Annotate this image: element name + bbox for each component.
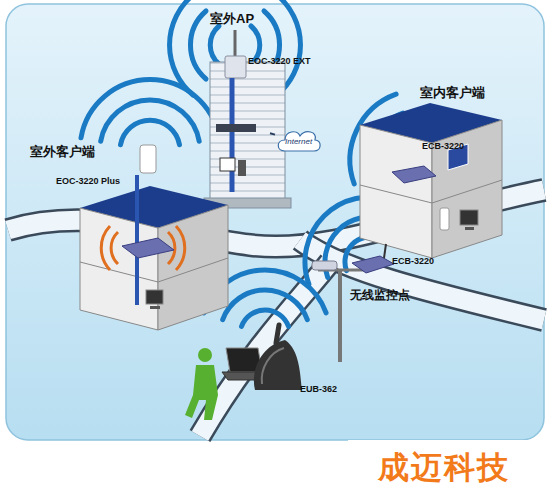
outdoor-client-building-part [80,258,228,282]
ap-tower-part [238,160,246,176]
outdoor-client-building-part [150,306,160,309]
node-heading: ECB-3220 [392,257,434,267]
node-heading: 室内客户端 [420,86,485,100]
indoor-client-building-part [360,125,432,258]
outdoor-client-node: 室外客户端EOC-3220 Plus [78,178,228,333]
outdoor-client-building-part [140,145,156,173]
network-cable [270,133,275,134]
indoor-client-building-part [432,120,502,258]
walking-person-part [185,365,218,420]
node-heading: 室外客户端 [30,145,95,159]
outdoor-client-building-part [135,175,139,305]
ap-tower-node: 室外APEOC-3220 EXT [208,45,270,205]
watermark-panel-part [348,440,550,497]
monitoring-pole-part [384,244,386,258]
outdoor-client-building-part [146,290,163,304]
laptop-and-adapter-part [254,340,302,390]
watermark-panel [348,440,550,497]
radio-waves-part [223,290,308,320]
indoor-client-node: 室内客户端ECB-3220 [358,100,503,260]
model-label: ECB-3220 [422,142,464,152]
ap-tower-part [230,78,235,192]
watermark: 成迈科技 [378,452,510,483]
walking-person-part [198,348,212,362]
radio-waves-part [190,11,206,79]
outdoor-client-building-part [80,208,158,330]
model-label: EOC-3220 Plus [56,177,120,187]
background-part [6,4,544,440]
model-label: 无线监控点 [350,289,410,302]
outdoor-client-building [80,145,228,330]
walking-person [185,348,218,420]
laptop-and-adapter [222,325,302,390]
indoor-client-building-part [460,210,478,225]
indoor-client-building [360,103,502,258]
laptop-and-adapter-part [276,325,279,343]
node-heading: EUB-362 [300,385,337,395]
node-heading: 室外AP [210,12,254,26]
monitoring-pole-part [338,270,342,362]
outdoor-client-building-part [158,205,228,330]
monitoring-pole-part [352,256,394,273]
cloud-shape [278,132,320,151]
ap-tower-part [234,30,237,58]
laptop-client-node: EUB-362 [222,328,302,390]
node-heading: Internet [285,138,312,147]
laptop-and-adapter-part [262,348,284,384]
radio-waves-part [242,310,289,326]
ap-tower-part [216,124,256,132]
ap-tower-part [220,158,235,171]
indoor-client-building-part [465,227,474,230]
indoor-client-building-part [440,208,449,230]
monitoring-pole-part [312,261,337,270]
model-label: EOC-3220 EXT [248,57,311,67]
radio-waves-part [210,26,219,64]
radio-waves-part [101,100,200,141]
outdoor-client-building-part [122,238,174,258]
radio-waves-part [121,120,180,145]
internet-cloud: Internet [275,128,323,154]
monitoring-point-node: ECB-3220无线监控点 [310,255,425,365]
ap-tower-part [210,62,285,202]
ap-tower-part [225,56,246,78]
radio-waves-part [81,80,219,138]
outdoor-client-building-part [101,226,185,270]
indoor-client-building-part [360,180,502,203]
monitoring-pole [312,244,394,362]
indoor-client-building-part [392,166,436,183]
